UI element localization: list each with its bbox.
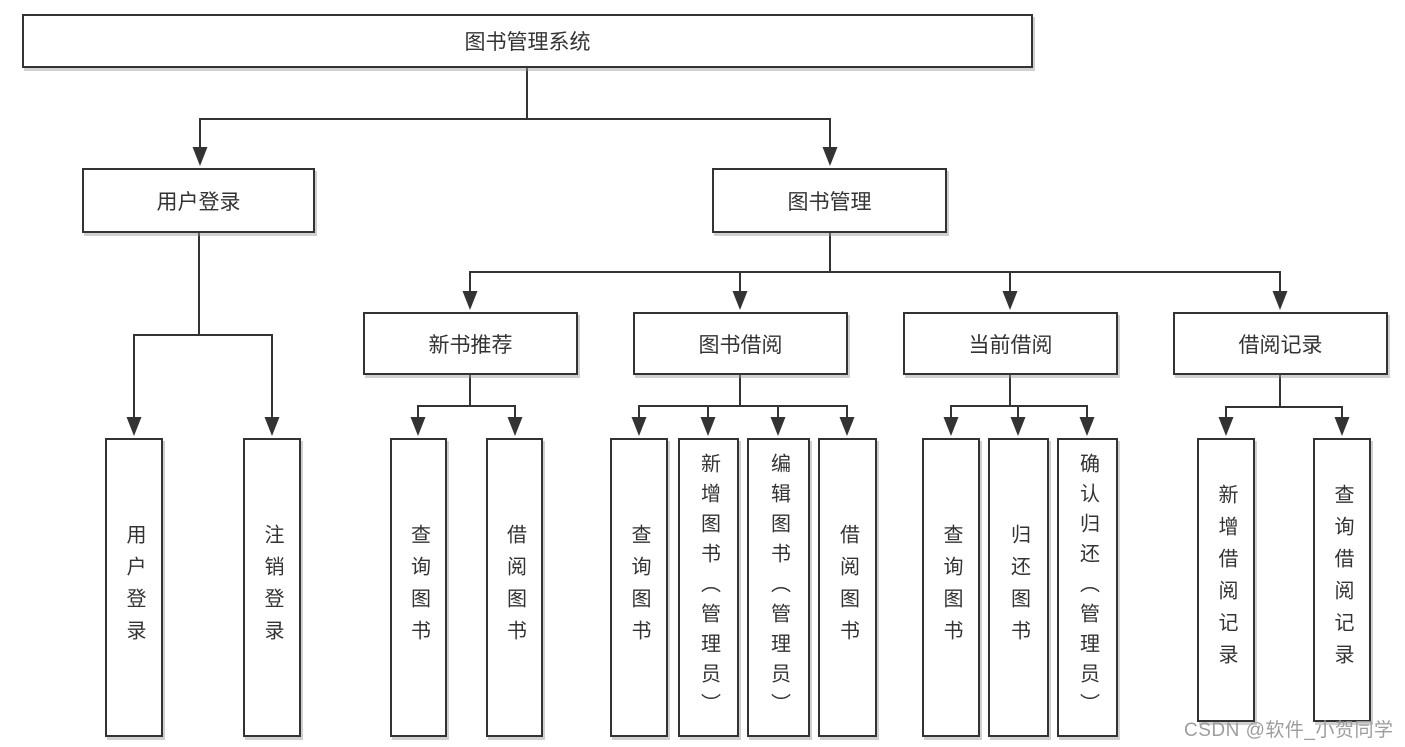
connector-recommend-to-leaves: [410, 375, 523, 436]
node-label: 用户登录: [123, 523, 145, 652]
node-label: 归还图书: [1007, 523, 1030, 652]
node-label: 新增图书（管理员）: [697, 452, 720, 723]
node-library-management-system: 图书管理系统: [22, 14, 1033, 68]
connector-records-to-leaves: [1218, 375, 1350, 436]
leaf-user-login: 用户登录: [105, 438, 163, 737]
leaf-logout: 注销登录: [243, 438, 301, 737]
node-user-login-module: 用户登录: [82, 168, 315, 233]
connector-bookmgmt-to-level3: [462, 233, 1288, 310]
node-book-borrowing: 图书借阅: [633, 312, 848, 375]
node-label: 编辑图书（管理员）: [767, 452, 790, 723]
leaf-confirm-return-admin: 确认归还（管理员）: [1057, 438, 1118, 737]
node-label: 借阅记录: [1238, 333, 1323, 357]
leaf-query-borrow-record: 查询借阅记录: [1313, 438, 1371, 722]
node-label: 确认归还（管理员）: [1076, 452, 1099, 723]
node-label: 查询图书: [407, 523, 430, 652]
node-new-book-recommend: 新书推荐: [363, 312, 578, 375]
node-label: 新增借阅记录: [1215, 484, 1237, 676]
leaf-recommend-borrow-books: 借阅图书: [486, 438, 543, 737]
node-label: 查询借阅记录: [1331, 484, 1353, 676]
node-label: 新书推荐: [428, 333, 513, 357]
node-label: 注销登录: [261, 523, 283, 652]
node-label: 查询图书: [940, 523, 962, 652]
leaf-borrowing-query-books: 查询图书: [610, 438, 668, 737]
node-label: 查询图书: [628, 523, 650, 652]
node-borrowing-records: 借阅记录: [1173, 312, 1388, 375]
connector-userlogin-to-leaves: [126, 233, 280, 436]
leaf-add-books-admin: 新增图书（管理员）: [678, 438, 739, 737]
connector-root-to-level2: [192, 68, 838, 166]
node-label: 借阅图书: [836, 523, 859, 652]
leaf-return-books: 归还图书: [988, 438, 1049, 737]
node-book-management: 图书管理: [712, 168, 947, 233]
node-label: 借阅图书: [503, 523, 526, 652]
node-label: 图书管理系统: [464, 31, 591, 54]
connector-current-to-leaves: [943, 375, 1095, 436]
leaf-current-query-books: 查询图书: [922, 438, 980, 737]
connector-borrowing-to-leaves: [631, 375, 855, 436]
node-label: 当前借阅: [968, 333, 1053, 357]
leaf-edit-books-admin: 编辑图书（管理员）: [747, 438, 810, 737]
node-label: 图书管理: [787, 190, 872, 214]
node-current-borrowing: 当前借阅: [903, 312, 1118, 375]
csdn-watermark: CSDN @软件_小贺同学: [1184, 720, 1394, 741]
leaf-recommend-query-books: 查询图书: [390, 438, 447, 737]
leaf-add-borrow-record: 新增借阅记录: [1197, 438, 1255, 722]
node-label: 用户登录: [156, 190, 241, 214]
node-label: 图书借阅: [698, 333, 783, 357]
leaf-borrowing-borrow-books: 借阅图书: [818, 438, 877, 737]
